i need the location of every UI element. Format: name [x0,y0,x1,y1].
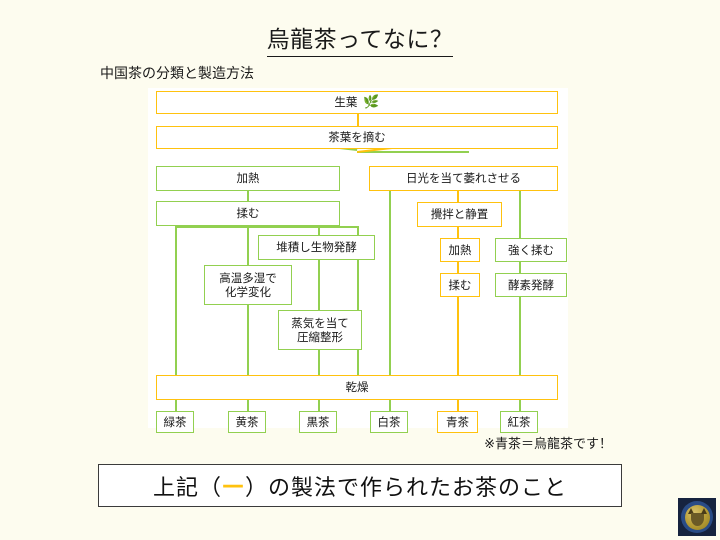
page-subtitle: 中国茶の分類と製造方法 [100,66,254,82]
connector-green-col-3 [318,226,320,375]
tea-box-white[interactable]: 白茶 [370,411,408,433]
connector-gold-knead-to-dry [457,297,459,375]
node-steam-press[interactable]: 蒸気を当て 圧縮整形 [278,310,362,350]
tea-box-black[interactable]: 紅茶 [500,411,538,433]
site-logo[interactable] [678,498,716,536]
connector-dry-to-yellow-tea [247,400,249,411]
connector-green-col-4 [357,226,359,375]
conclusion-suffix: ）の製法で作られたお茶のこと [245,475,568,501]
conclusion-box: 上記（—）の製法で作られたお茶のこと [98,464,622,507]
connector-gold-col-white [389,191,391,375]
node-heat-right[interactable]: 加熱 [440,238,480,262]
connector-green-col-1 [175,226,177,375]
node-dry[interactable]: 乾燥 [156,375,558,400]
connector-dry-to-dark-tea [318,400,320,411]
connector-dry-to-black-tea [519,400,521,411]
conclusion-dash: — [222,473,245,498]
flowchart-panel: 生葉 🌿 茶葉を摘む 加熱 揉む 日光を当て萎れさせる 攪拌と静置 堆積し生物発… [148,88,568,433]
tea-box-dark[interactable]: 黒茶 [299,411,337,433]
connector-green-strong-knead [519,227,521,238]
wolf-icon [684,504,710,530]
node-heat-left[interactable]: 加熱 [156,166,340,191]
connector-heat-to-knead [247,191,249,203]
logo-ring [681,501,713,533]
page-title: 烏龍茶ってなに？ [0,20,720,57]
tea-box-green[interactable]: 緑茶 [156,411,194,433]
footnote-text: ※青茶＝烏龍茶です！ [484,437,612,452]
connector-gold-heat-to-knead [457,262,459,273]
node-sun-wither[interactable]: 日光を当て萎れさせる [369,166,558,191]
connector-dry-to-green-tea [175,400,177,411]
connector-gold-col-center [457,191,459,202]
node-knead-right[interactable]: 揉む [440,273,480,297]
tea-box-blue[interactable]: 青茶 [437,411,478,433]
node-enzyme-ferment[interactable]: 酵素発酵 [495,273,567,297]
node-knead-left[interactable]: 揉む [156,201,340,226]
connector-fork-left [357,151,469,153]
node-hot-humid[interactable]: 高温多湿で 化学変化 [204,265,292,305]
node-pick-leaves[interactable]: 茶葉を摘む [156,126,558,149]
connector-dry-to-white-tea [389,400,391,411]
page-title-text: 烏龍茶ってなに？ [266,27,454,57]
tea-box-yellow[interactable]: 黄茶 [228,411,266,433]
connector-knead-spread [175,226,357,228]
node-stir-rest[interactable]: 攪拌と静置 [417,202,502,227]
connector-gold-stir-to-heat [457,227,459,238]
sprout-icon: 🌿 [363,95,380,110]
conclusion-prefix: 上記（ [152,475,222,501]
node-pile-ferment[interactable]: 堆積し生物発酵 [258,235,375,260]
connector-rawleaf-to-pick [357,113,359,126]
logo-face [690,512,704,526]
node-strong-knead[interactable]: 強く揉む [495,238,567,262]
node-raw-leaf-label: 生葉 [334,95,358,110]
connector-dry-to-blue-tea [457,400,459,411]
node-raw-leaf[interactable]: 生葉 🌿 [156,91,558,114]
